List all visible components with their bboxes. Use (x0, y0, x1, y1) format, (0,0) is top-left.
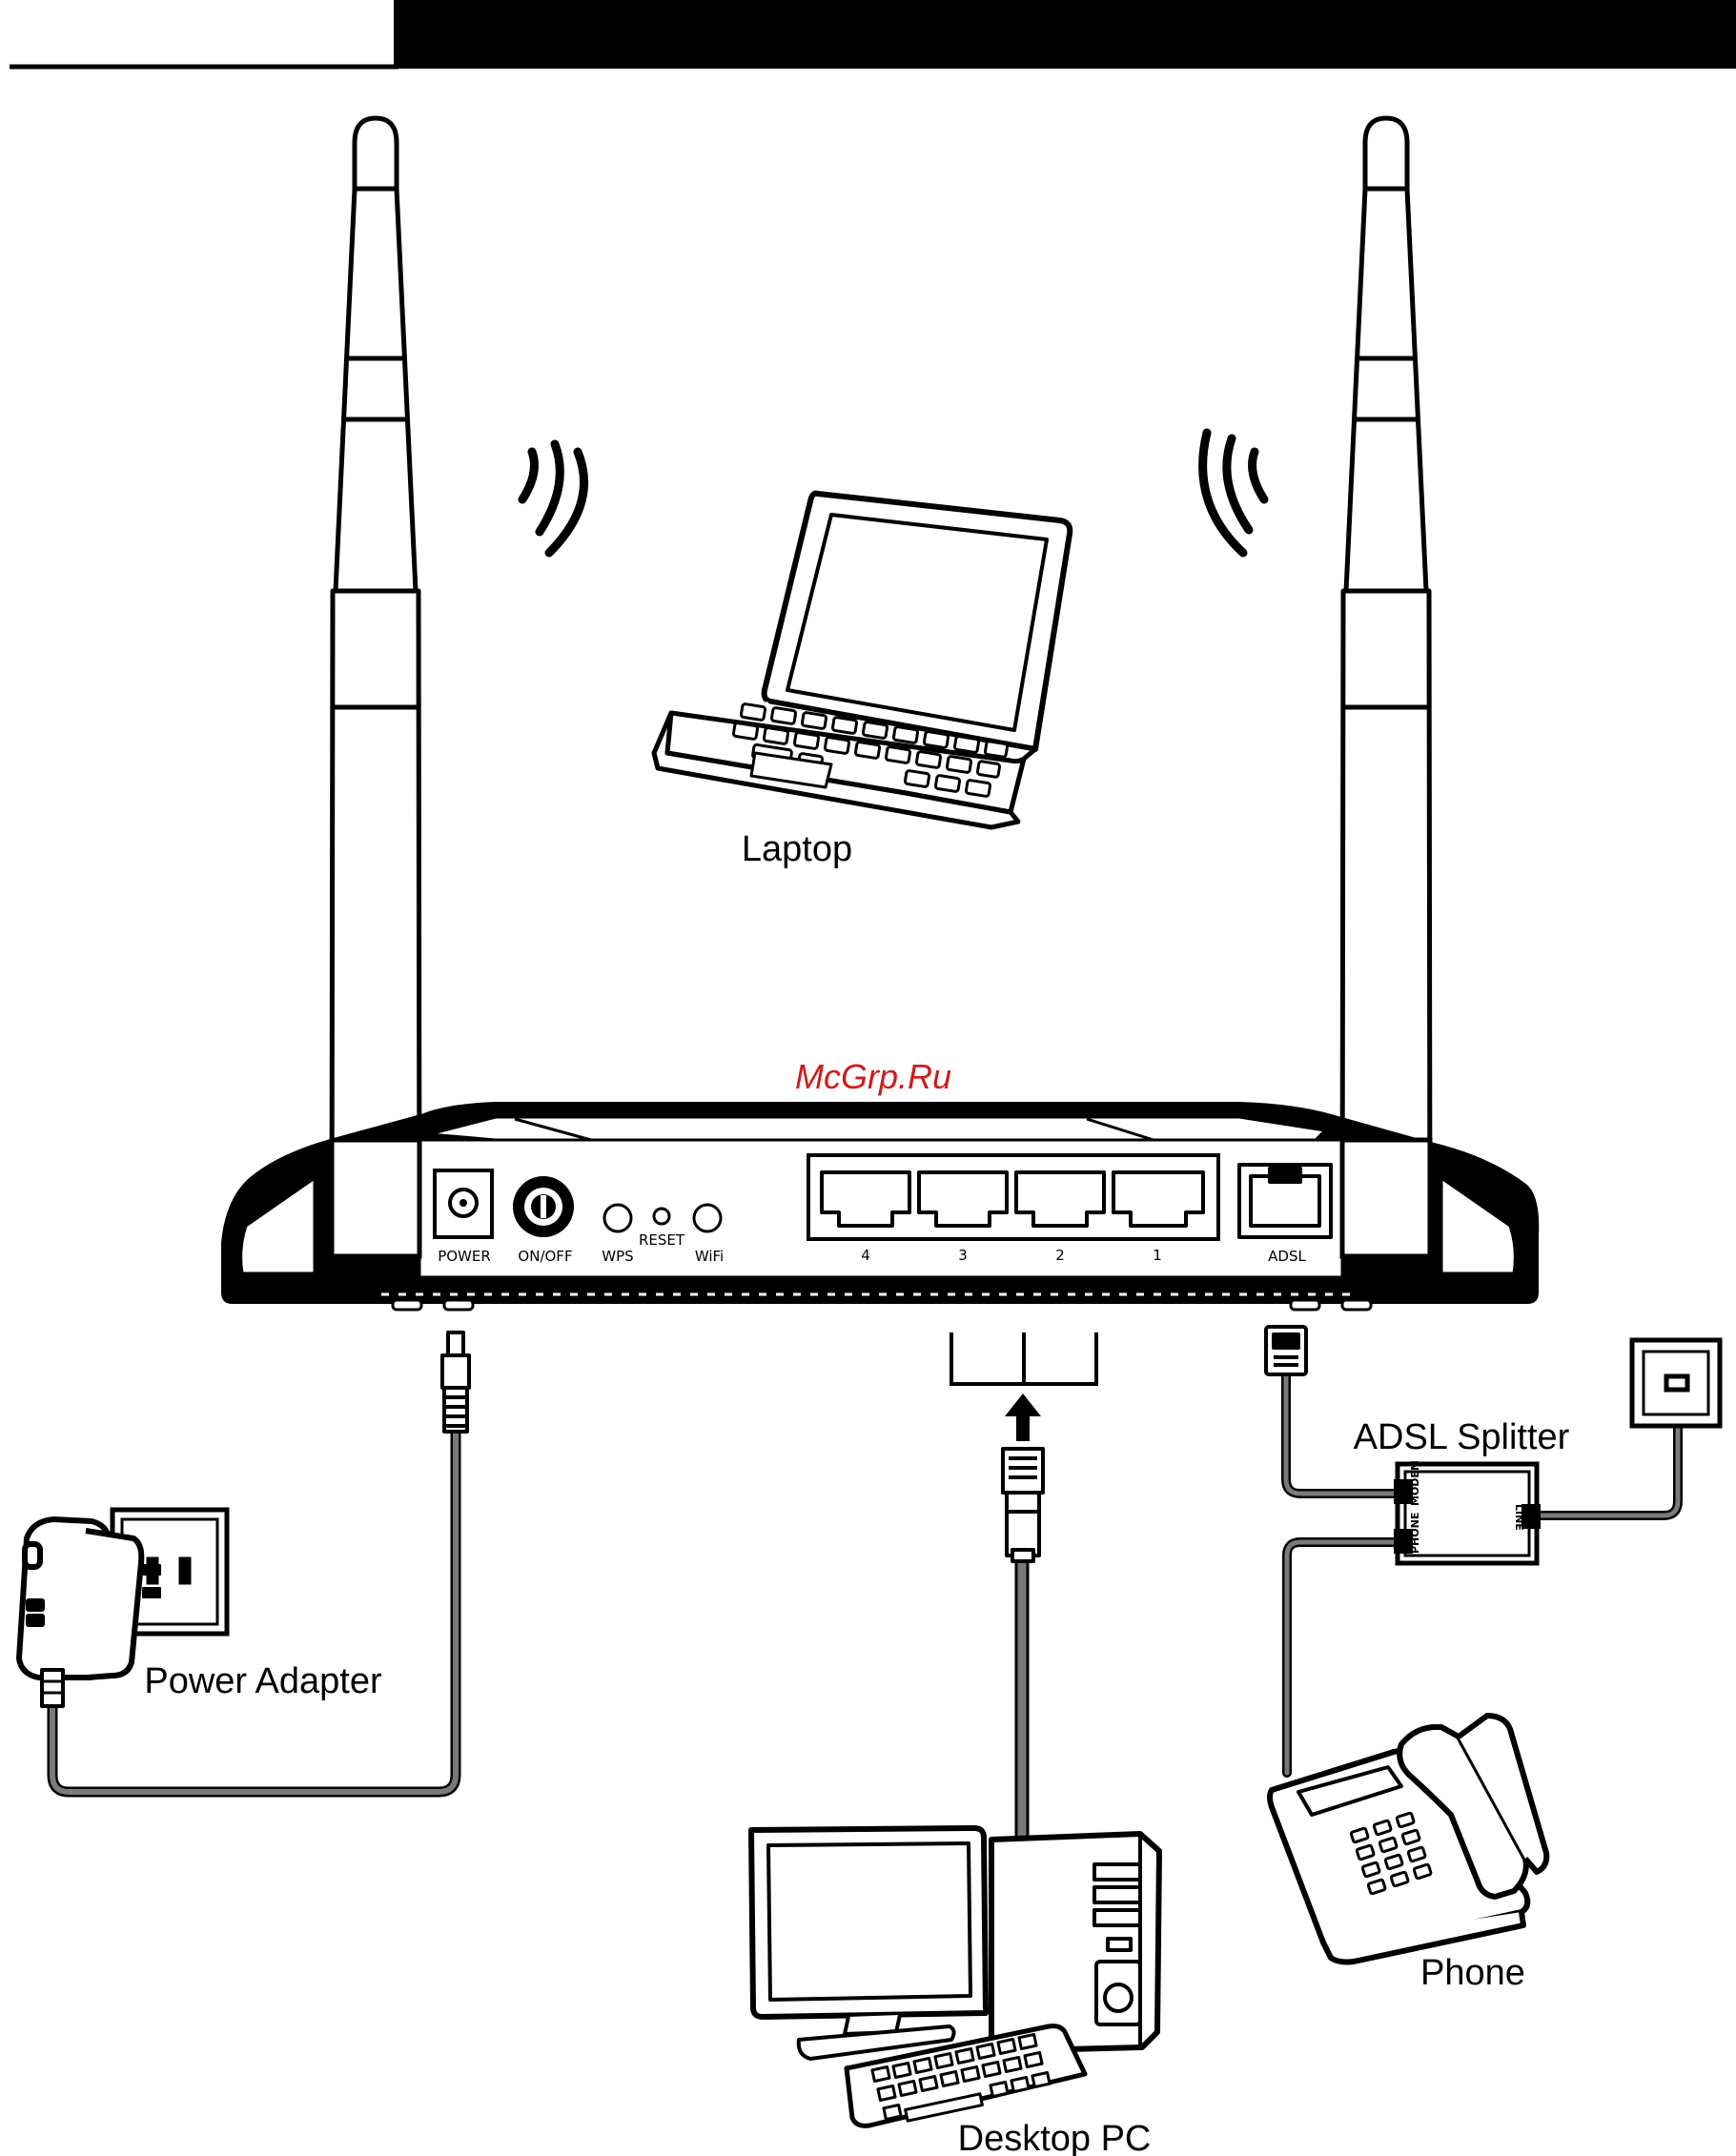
splitter-line-label: LINE (1513, 1504, 1525, 1531)
adsl-port (1239, 1165, 1331, 1237)
phone-label: Phone (1420, 1953, 1525, 1993)
power-adapter-label: Power Adapter (144, 1661, 382, 1701)
adsl-splitter-icon: PHONE MODEM LINE (1394, 1460, 1541, 1563)
wifi-label: WiFi (695, 1248, 724, 1265)
splitter-phone-label: PHONE (1409, 1513, 1421, 1554)
wifi-button (694, 1205, 721, 1231)
laptop-label: Laptop (742, 829, 852, 869)
wifi-signal-right-icon (1203, 433, 1264, 553)
rj11-plug-icon (1266, 1327, 1306, 1374)
wifi-signal-left-icon (522, 444, 584, 553)
header-bar (10, 0, 1736, 69)
rj45-plug-icon (1003, 1449, 1043, 1561)
splitter-modem-label: MODEM (1409, 1460, 1421, 1506)
phone-cable (1287, 1542, 1399, 1773)
on-off-label: ON/OFF (518, 1248, 572, 1265)
left-antenna (332, 118, 419, 1256)
power-port-label: POWER (438, 1248, 491, 1265)
watermark-logo: McGrp.Ru (795, 1057, 951, 1096)
wps-button (604, 1205, 631, 1231)
right-antenna (1342, 118, 1430, 1256)
adsl-port-label: ADSL (1268, 1248, 1306, 1265)
lan-port-1-label: 1 (1153, 1247, 1162, 1264)
lan-port-2-label: 2 (1055, 1247, 1065, 1264)
desktop-pc-icon (751, 1828, 1159, 2125)
reset-button (654, 1209, 669, 1224)
wall-phone-jack-icon (1632, 1340, 1720, 1426)
arrow-up-icon (1005, 1393, 1041, 1441)
reset-label: RESET (639, 1231, 685, 1249)
router: POWER ON/OFF WPS RESET WiFi (223, 1104, 1537, 1310)
power-button (513, 1176, 574, 1237)
desktop-pc-label: Desktop PC (958, 2119, 1152, 2156)
lan-port-3-label: 3 (958, 1247, 968, 1264)
power-adapter-icon (19, 1519, 160, 1706)
telephone-icon (1270, 1716, 1546, 1963)
ethernet-port-bracket (951, 1332, 1096, 1384)
wps-label: WPS (602, 1248, 633, 1265)
header-black-bar (394, 0, 1736, 69)
lan-port-4-label: 4 (861, 1247, 870, 1264)
laptop-icon (654, 494, 1070, 827)
adsl-splitter-label: ADSL Splitter (1354, 1417, 1570, 1457)
dc-plug-icon (442, 1332, 469, 1432)
